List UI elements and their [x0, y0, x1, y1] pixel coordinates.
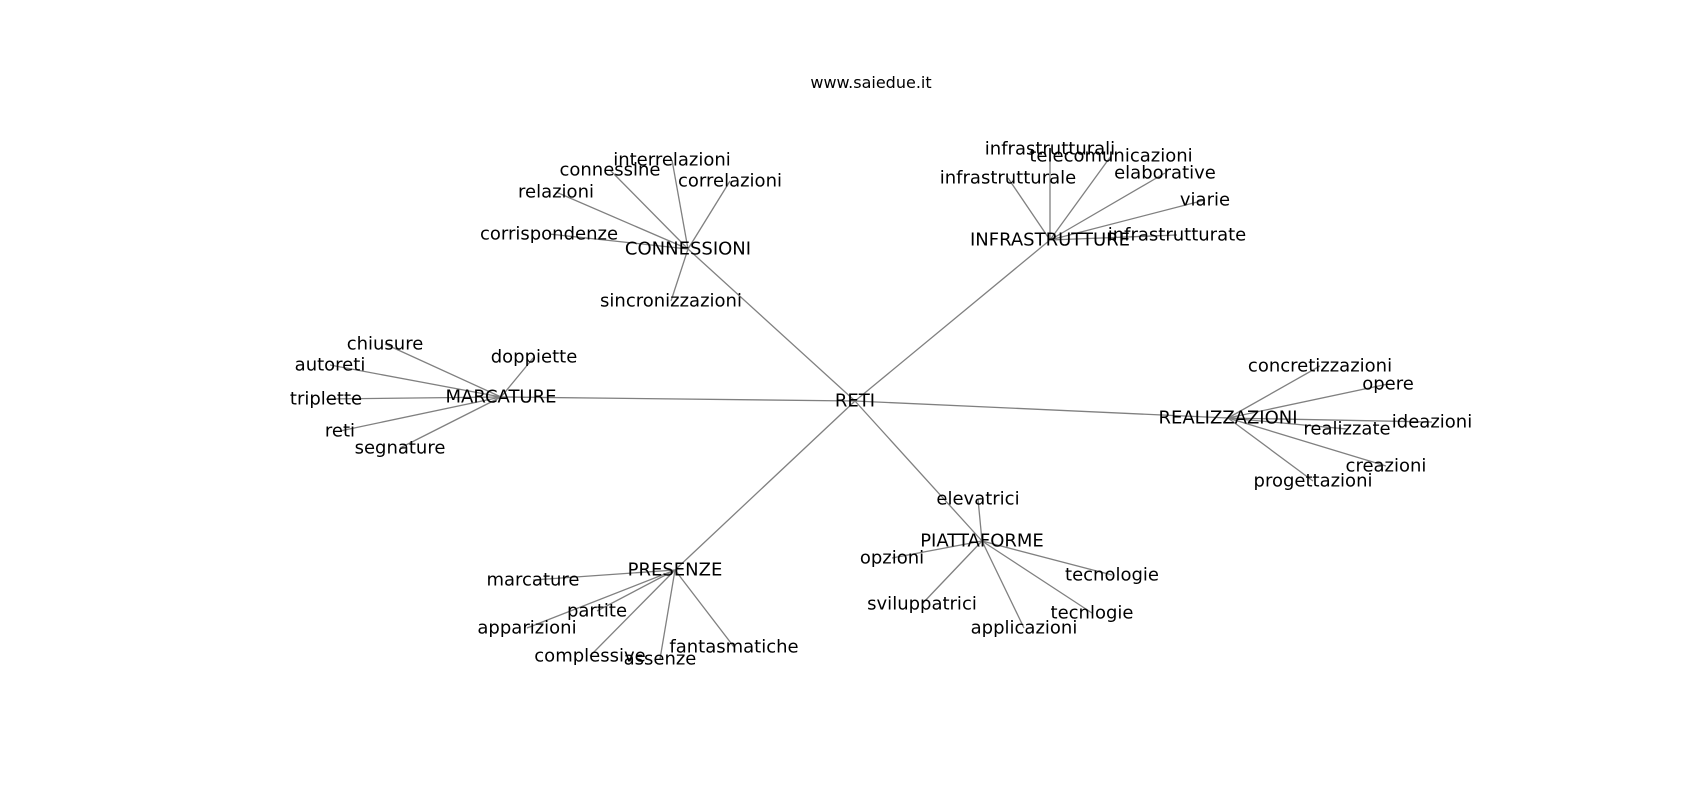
leaf-node: reti: [325, 421, 355, 442]
leaf-node: segnature: [355, 438, 446, 459]
leaf-node: realizzate: [1303, 419, 1390, 440]
edge-root-3: [854, 400, 1229, 419]
edge-hub-4-leaf-0: [977, 498, 983, 542]
leaf-node: marcature: [486, 570, 579, 591]
edge-root-5: [674, 400, 856, 571]
edge-hub-0-leaf-2: [687, 180, 731, 250]
edge-root-4: [854, 400, 983, 542]
leaf-node: doppiette: [491, 347, 578, 368]
leaf-node: creazioni: [1346, 456, 1427, 477]
edge-hub-4-leaf-3: [921, 540, 983, 605]
hub-node: CONNESSIONI: [625, 239, 751, 260]
root-node: RETI: [835, 391, 875, 412]
edge-hub-0-leaf-1: [609, 169, 689, 250]
leaf-node: assenze: [624, 649, 697, 670]
leaf-node: infrastrutturali: [985, 139, 1115, 160]
edge-hub-1-leaf-5: [1049, 234, 1178, 241]
edge-hub-5-leaf-0: [532, 569, 676, 581]
edge-hub-1-leaf-2: [1049, 172, 1166, 241]
edge-hub-2-leaf-0: [384, 343, 502, 398]
edge-hub-5-leaf-3: [589, 569, 676, 657]
leaf-node: apparizioni: [477, 618, 576, 639]
leaf-node: complessive: [534, 646, 645, 667]
leaf-node: telecomunicazioni: [1029, 146, 1192, 167]
edge-hub-5-leaf-4: [659, 569, 676, 660]
leaf-node: tecnologie: [1065, 565, 1159, 586]
leaf-node: corrispondenze: [480, 224, 618, 245]
leaf-node: connessine: [559, 160, 660, 181]
edge-hub-5-leaf-1: [596, 569, 676, 612]
leaf-node: correlazioni: [678, 171, 782, 192]
edge-hub-2-leaf-4: [339, 396, 502, 432]
edge-hub-1-leaf-4: [1049, 199, 1206, 241]
edge-hub-2-leaf-2: [500, 356, 535, 398]
leaf-node: concretizzazioni: [1248, 356, 1392, 377]
edge-hub-4-leaf-5: [981, 540, 1025, 629]
edge-hub-0-leaf-3: [555, 191, 689, 250]
leaf-node: progettazioni: [1254, 471, 1373, 492]
edge-hub-3-leaf-3: [1227, 417, 1348, 430]
edge-hub-4-leaf-1: [891, 540, 983, 559]
hub-node: INFRASTRUTTURE: [970, 230, 1130, 251]
hub-node: PIATTAFORME: [920, 531, 1044, 552]
hub-node: PRESENZE: [628, 560, 723, 581]
leaf-node: tecnlogie: [1051, 603, 1134, 624]
leaf-node: chiusure: [347, 334, 424, 355]
leaf-node: ideazioni: [1392, 412, 1472, 433]
edge-hub-4-leaf-2: [981, 540, 1113, 576]
edge-hub-5-leaf-2: [526, 569, 676, 629]
edge-root-1: [854, 239, 1051, 402]
leaf-node: relazioni: [518, 182, 594, 203]
edge-root-0: [687, 248, 856, 402]
leaf-node: opere: [1362, 374, 1414, 395]
leaf-node: fantasmatiche: [669, 637, 798, 658]
site-title: www.saiedue.it: [810, 73, 931, 92]
edge-hub-0-leaf-5: [670, 248, 689, 302]
edge-hub-2-leaf-5: [399, 396, 502, 449]
edge-hub-4-leaf-4: [981, 540, 1093, 614]
hub-node: REALIZZAZIONI: [1158, 408, 1297, 429]
edge-hub-2-leaf-1: [329, 364, 502, 398]
edge-hub-3-leaf-4: [1227, 417, 1387, 467]
leaf-node: applicazioni: [971, 618, 1078, 639]
hub-node: MARCATURE: [446, 387, 557, 408]
leaf-node: infrastrutturate: [1108, 225, 1247, 246]
leaf-node: triplette: [290, 389, 362, 410]
edge-hub-1-leaf-3: [1007, 177, 1051, 241]
edge-hub-0-leaf-4: [548, 233, 689, 250]
edge-hub-1-leaf-1: [1049, 155, 1112, 241]
edge-hub-3-leaf-5: [1227, 417, 1314, 482]
leaf-node: elaborative: [1114, 163, 1216, 184]
leaf-node: sviluppatrici: [867, 594, 977, 615]
leaf-node: sincronizzazioni: [600, 291, 742, 312]
edge-hub-3-leaf-1: [1227, 383, 1389, 419]
leaf-node: opzioni: [860, 548, 924, 569]
leaf-node: partite: [567, 601, 627, 622]
edge-layer: [325, 149, 1433, 660]
leaf-node: autoreti: [295, 355, 366, 376]
leaf-node: infrastrutturale: [940, 168, 1076, 189]
leaf-node: viarie: [1180, 190, 1230, 211]
edge-hub-5-leaf-5: [674, 569, 735, 648]
leaf-node: interrelazioni: [613, 150, 731, 171]
edge-hub-3-leaf-0: [1227, 365, 1321, 419]
edge-hub-0-leaf-0: [671, 159, 689, 250]
edge-hub-2-leaf-3: [325, 396, 502, 400]
leaf-node: elevatrici: [936, 489, 1019, 510]
edge-root-2: [500, 396, 856, 402]
edge-hub-3-leaf-2: [1227, 417, 1433, 423]
